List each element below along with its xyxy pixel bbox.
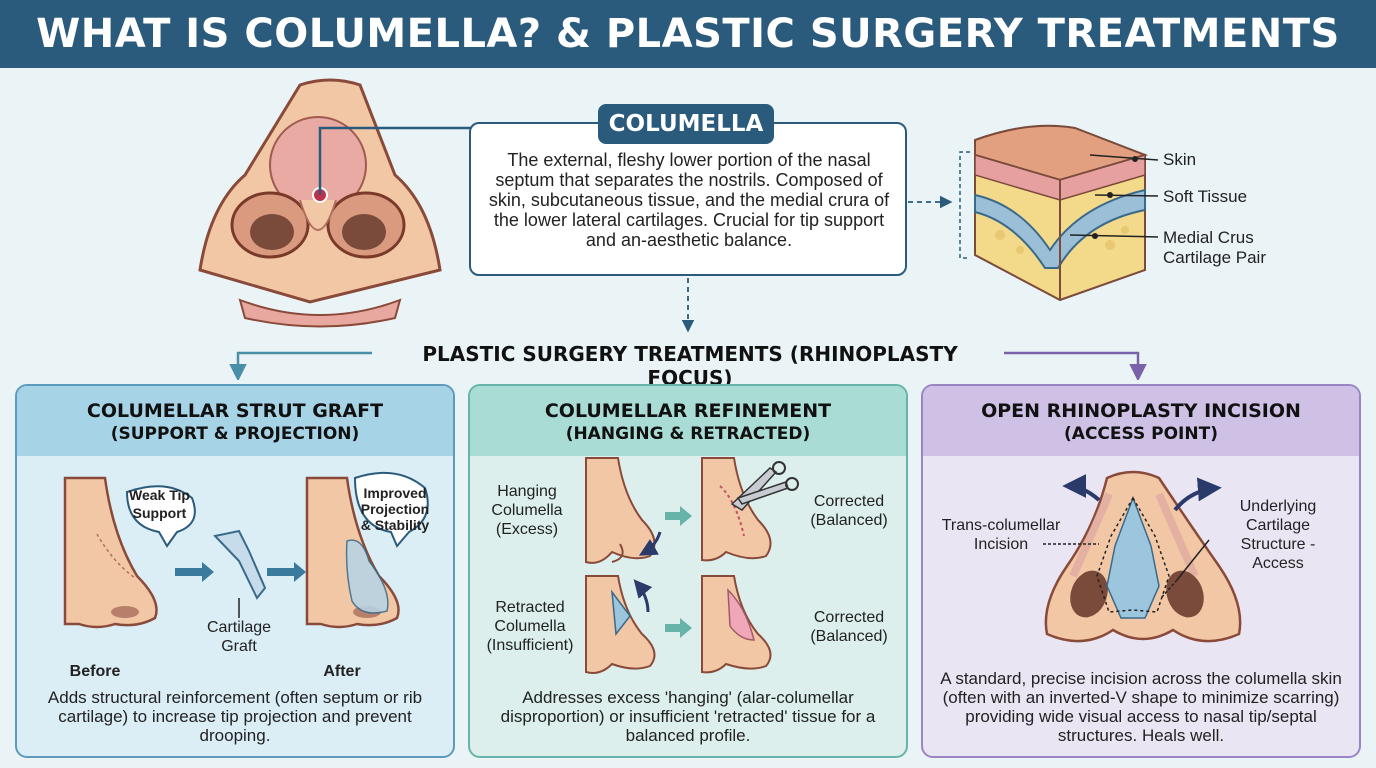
before-label: Before [69, 663, 121, 680]
panel-header [470, 386, 906, 456]
structure-label-3: Structure - [1240, 536, 1316, 553]
panel-subtitle: (SUPPORT & PROJECTION) [110, 424, 360, 444]
bubble-weak-tip-1: Weak Tip [129, 487, 190, 503]
definition-text: The external, fleshy lower portion of th… [488, 150, 890, 250]
tissue-cross-section [959, 124, 1159, 302]
label-soft-tissue: Soft Tissue [1163, 187, 1248, 206]
bubble-weak-tip-2: Support [132, 505, 187, 521]
panel-open-incision: OPEN RHINOPLASTY INCISION (ACCESS POINT)… [921, 384, 1361, 758]
bubble-improved-3: & Stability [360, 517, 430, 533]
panel-subtitle: (HANGING & RETRACTED) [565, 424, 811, 444]
panel-description: A standard, precise incision across the … [940, 669, 1342, 745]
header-bar: WHAT IS COLUMELLA? & PLASTIC SURGERY TRE… [0, 0, 1376, 68]
corrected-1-line-2: (Balanced) [810, 512, 888, 529]
hanging-label-1: Hanging [497, 483, 557, 500]
label-medial-crus: Medial Crus [1163, 228, 1254, 247]
after-label: After [323, 663, 361, 680]
panel-description: Adds structural reinforcement (often sep… [47, 688, 423, 745]
panel-title: OPEN RHINOPLASTY INCISION [981, 400, 1301, 422]
corrected-2-line-2: (Balanced) [810, 628, 888, 645]
structure-label-2: Cartilage [1245, 517, 1311, 534]
top-illustrations [198, 78, 1159, 380]
corrected-1-line-1: Corrected [813, 493, 885, 510]
panel-header [923, 386, 1359, 456]
label-skin: Skin [1163, 150, 1197, 169]
page-title: WHAT IS COLUMELLA? & PLASTIC SURGERY TRE… [36, 11, 1340, 57]
panel-subtitle: (ACCESS POINT) [1064, 424, 1218, 444]
hanging-label-3: (Excess) [495, 521, 559, 538]
structure-label-1: Underlying [1239, 498, 1317, 515]
refinement-illustration [585, 457, 799, 674]
bubble-improved-1: Improved [363, 485, 427, 501]
graft-label-1: Cartilage [206, 619, 272, 636]
definition-box: The external, fleshy lower portion of th… [469, 122, 907, 276]
hanging-label-2: Columella [491, 502, 563, 519]
definition-badge: COLUMELLA [598, 104, 774, 144]
panel-header [17, 386, 453, 456]
bubble-improved-2: Projection [360, 501, 430, 517]
incision-label-1: Trans-columellar [941, 517, 1061, 534]
strut-graft-illustration [63, 471, 429, 629]
section-title: PLASTIC SURGERY TREATMENTS (RHINOPLASTY … [422, 342, 958, 390]
structure-label-4: Access [1252, 555, 1304, 572]
graft-label-2: Graft [221, 638, 257, 655]
branch-right-arrow [1004, 351, 1147, 380]
retracted-label-1: Retracted [495, 599, 565, 616]
panel-strut-graft: COLUMELLAR STRUT GRAFT (SUPPORT & PROJEC… [15, 384, 455, 758]
panel-description: Addresses excess 'hanging' (alar-columel… [500, 688, 876, 745]
branch-left-arrow [229, 351, 372, 380]
panel-title: COLUMELLAR REFINEMENT [544, 400, 832, 422]
retracted-label-2: Columella [494, 618, 566, 635]
retracted-label-3: (Insufficient) [486, 637, 574, 654]
front-nose-illustration [198, 78, 600, 328]
incision-label-2: Incision [973, 536, 1029, 553]
label-cartilage-pair: Cartilage Pair [1163, 248, 1266, 267]
panel-title: COLUMELLAR STRUT GRAFT [86, 400, 384, 422]
corrected-2-line-1: Corrected [813, 609, 885, 626]
panel-refinement: COLUMELLAR REFINEMENT (HANGING & RETRACT… [468, 384, 908, 758]
open-incision-illustration [1043, 470, 1242, 643]
